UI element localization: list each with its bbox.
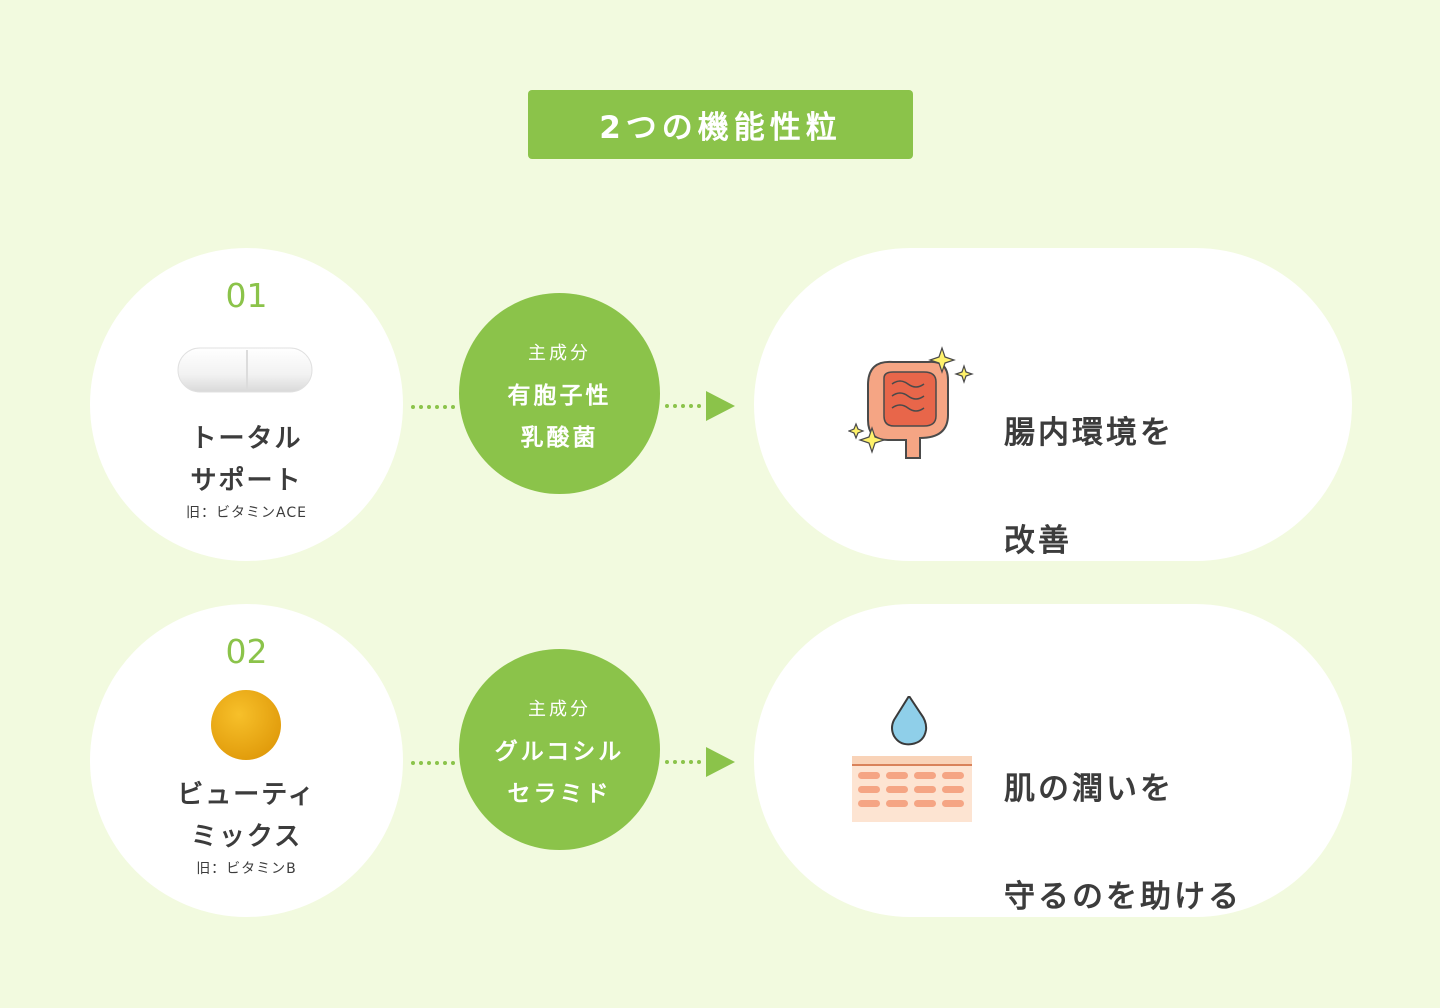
section-title-badge: 2つの機能性粒: [528, 90, 913, 159]
section-title: 2つの機能性粒: [599, 110, 842, 146]
ingredient-circle-1: 主成分 有胞子性 乳酸菌: [459, 293, 660, 494]
effect-text-line-2: 改善: [1004, 523, 1072, 559]
ingredient-label: 主成分: [528, 699, 591, 720]
product-name-line-1: ビューティ: [177, 780, 316, 810]
intestine-icon: [848, 346, 974, 459]
feature-row-2: 02 ビューティ ミックス 旧：ビタミンB 主成分 グルコシル セラミド: [0, 604, 1440, 924]
ingredient-name: グルコシル セラミド: [459, 731, 660, 815]
ingredient-name: 有胞子性 乳酸菌: [459, 375, 660, 459]
ingredient-name-line-1: グルコシル: [494, 739, 625, 765]
dotted-connector: [411, 761, 455, 765]
arrow-connector-icon: [665, 747, 735, 777]
product-card-1: 01 トータル サポート 旧：ビタミンACE: [90, 248, 403, 561]
product-name-line-1: トータル: [190, 424, 303, 454]
product-name: トータル サポート: [90, 418, 403, 502]
dotted-connector: [411, 405, 455, 409]
ingredient-label: 主成分: [528, 343, 591, 364]
product-card-2: 02 ビューティ ミックス 旧：ビタミンB: [90, 604, 403, 917]
arrow-connector-icon: [665, 391, 735, 421]
skin-moisture-icon: [852, 696, 972, 822]
effect-text: 腸内環境を 改善: [1004, 352, 1174, 622]
effect-text: 肌の潤いを 守るのを助ける: [1004, 708, 1242, 978]
ingredient-name-line-2: セラミド: [507, 781, 612, 807]
product-name-line-2: サポート: [190, 466, 303, 496]
ingredient-name-line-1: 有胞子性: [507, 383, 612, 409]
product-number: 02: [225, 632, 268, 671]
yellow-tablet-icon: [211, 690, 281, 760]
effect-text-line-1: 腸内環境を: [1004, 415, 1174, 451]
ingredient-name-line-2: 乳酸菌: [520, 425, 599, 451]
effect-card-1: 腸内環境を 改善: [754, 248, 1352, 561]
feature-row-1: 01 トータル サポート 旧：ビタミンACE 主成分 有胞子性: [0, 248, 1440, 568]
effect-text-line-1: 肌の潤いを: [1004, 771, 1174, 807]
effect-text-line-2: 守るのを助ける: [1004, 879, 1242, 915]
product-name-line-2: ミックス: [190, 822, 303, 852]
ingredient-circle-2: 主成分 グルコシル セラミド: [459, 649, 660, 850]
product-number: 01: [225, 276, 268, 315]
product-name: ビューティ ミックス: [90, 774, 403, 858]
capsule-icon: [177, 347, 313, 393]
effect-card-2: 肌の潤いを 守るのを助ける: [754, 604, 1352, 917]
product-old-name: 旧：ビタミンACE: [186, 505, 307, 521]
product-old-name: 旧：ビタミンB: [196, 861, 297, 877]
